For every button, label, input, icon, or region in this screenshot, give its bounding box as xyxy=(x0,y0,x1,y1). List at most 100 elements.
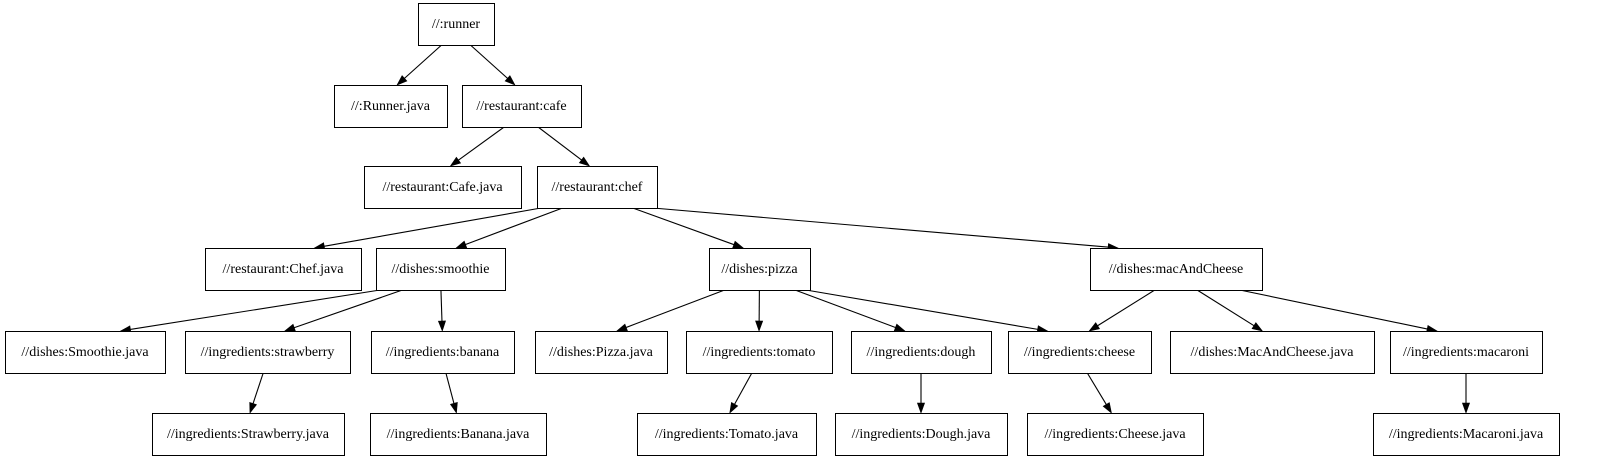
node-box-cafe xyxy=(462,85,582,128)
edge-line xyxy=(805,289,1039,331)
edge-line xyxy=(403,44,442,80)
node-label-smoothie: //dishes:smoothie xyxy=(392,262,490,277)
graph-node-macaroni_java[interactable]: //ingredients:Macaroni.java xyxy=(1373,413,1560,456)
edge-line xyxy=(293,289,403,329)
edge-arrowhead xyxy=(1461,402,1471,414)
graph-edge-chef-to-macandcheese xyxy=(652,207,1119,252)
node-box-banana xyxy=(371,331,515,374)
node-label-macaroni_java: //ingredients:Macaroni.java xyxy=(1389,427,1544,442)
graph-node-dough_java[interactable]: //ingredients:Dough.java xyxy=(835,413,1008,456)
node-label-banana: //ingredients:banana xyxy=(386,345,500,360)
node-label-runner_java: //:Runner.java xyxy=(351,99,431,114)
graph-node-pizza_java[interactable]: //dishes:Pizza.java xyxy=(535,331,668,374)
node-label-cafe: //restaurant:cafe xyxy=(476,99,566,114)
edge-arrowhead xyxy=(578,156,591,167)
node-box-macandcheese xyxy=(1090,248,1263,291)
node-label-cheese: //ingredients:cheese xyxy=(1024,345,1135,360)
edge-line xyxy=(1086,372,1108,406)
node-box-dough xyxy=(851,331,992,374)
node-box-pizza xyxy=(709,248,811,291)
graph-node-banana_java[interactable]: //ingredients:Banana.java xyxy=(370,413,547,456)
edge-line xyxy=(440,289,443,323)
node-label-strawberry_java: //ingredients:Strawberry.java xyxy=(167,427,330,442)
edge-line xyxy=(652,207,1110,248)
edge-line xyxy=(252,372,264,405)
node-label-macandcheese_java: //dishes:MacAndCheese.java xyxy=(1191,345,1355,360)
graph-node-cafe[interactable]: //restaurant:cafe xyxy=(462,85,582,128)
edge-line xyxy=(794,289,897,329)
graph-node-smoothie[interactable]: //dishes:smoothie xyxy=(376,248,506,291)
graph-edge-cafe-to-chef xyxy=(537,126,591,167)
node-label-banana_java: //ingredients:Banana.java xyxy=(387,427,530,442)
graph-edge-cheese-to-cheese_java xyxy=(1086,372,1112,414)
edge-arrowhead xyxy=(729,402,739,414)
graph-edge-smoothie-to-banana xyxy=(437,289,446,332)
graph-node-runner_java[interactable]: //:Runner.java xyxy=(334,85,448,128)
graph-node-strawberry[interactable]: //ingredients:strawberry xyxy=(185,331,351,374)
graph-node-cheese[interactable]: //ingredients:cheese xyxy=(1008,331,1152,374)
edge-arrowhead xyxy=(449,156,462,167)
graph-edge-runner-to-runner_java xyxy=(396,44,442,86)
edge-line xyxy=(625,289,725,329)
graph-node-cheese_java[interactable]: //ingredients:Cheese.java xyxy=(1027,413,1204,456)
edge-arrowhead xyxy=(1102,402,1112,414)
graph-edge-runner-to-cafe xyxy=(470,44,516,86)
edge-arrowhead xyxy=(396,75,408,86)
edge-line xyxy=(457,126,505,162)
edge-arrowhead xyxy=(916,402,926,414)
edge-line xyxy=(464,207,563,246)
edge-line xyxy=(1196,289,1256,327)
graph-node-cafe_java[interactable]: //restaurant:Cafe.java xyxy=(364,166,522,209)
node-box-macaroni_java xyxy=(1373,413,1560,456)
node-box-cheese xyxy=(1008,331,1152,374)
edge-line xyxy=(470,44,509,80)
graph-node-chef_java[interactable]: //restaurant:Chef.java xyxy=(205,248,362,291)
edge-arrowhead xyxy=(449,402,458,414)
graph-node-smoothie_java[interactable]: //dishes:Smoothie.java xyxy=(5,331,166,374)
graph-node-banana[interactable]: //ingredients:banana xyxy=(371,331,515,374)
graph-node-tomato_java[interactable]: //ingredients:Tomato.java xyxy=(637,413,817,456)
node-box-cheese_java xyxy=(1027,413,1204,456)
graph-node-macandcheese[interactable]: //dishes:macAndCheese xyxy=(1090,248,1263,291)
nodes-layer: //:runner //:Runner.java //restaurant:cafe… xyxy=(5,3,1560,456)
edge-line xyxy=(1096,289,1156,327)
node-box-smoothie_java xyxy=(5,331,166,374)
node-box-macaroni xyxy=(1390,331,1543,374)
node-label-pizza_java: //dishes:Pizza.java xyxy=(549,345,654,360)
graph-node-chef[interactable]: //restaurant:chef xyxy=(537,166,658,209)
edge-line xyxy=(129,289,381,331)
graph-node-strawberry_java[interactable]: //ingredients:Strawberry.java xyxy=(152,413,345,456)
edge-arrowhead xyxy=(616,323,628,332)
node-label-chef_java: //restaurant:Chef.java xyxy=(223,262,345,277)
graph-edge-pizza-to-pizza_java xyxy=(616,289,725,332)
node-label-strawberry: //ingredients:strawberry xyxy=(201,345,335,360)
graph-node-macaroni[interactable]: //ingredients:macaroni xyxy=(1390,331,1543,374)
edge-line xyxy=(445,372,455,405)
node-label-chef: //restaurant:chef xyxy=(552,180,643,195)
graph-edge-macandcheese-to-cheese xyxy=(1088,289,1156,332)
edge-arrowhead xyxy=(1251,322,1264,332)
node-box-strawberry xyxy=(185,331,351,374)
graph-node-pizza[interactable]: //dishes:pizza xyxy=(709,248,811,291)
node-box-pizza_java xyxy=(535,331,668,374)
edge-arrowhead xyxy=(437,320,446,332)
graph-edge-chef-to-pizza xyxy=(632,207,745,249)
graph-node-dough[interactable]: //ingredients:dough xyxy=(851,331,992,374)
node-box-smoothie xyxy=(376,248,506,291)
edge-arrowhead xyxy=(893,323,906,332)
edge-arrowhead xyxy=(249,401,258,414)
graph-edge-chef-to-smoothie xyxy=(455,207,563,249)
edge-arrowhead xyxy=(755,320,764,332)
node-box-chef xyxy=(537,166,658,209)
graph-node-runner[interactable]: //:runner xyxy=(418,3,495,46)
graph-node-macandcheese_java[interactable]: //dishes:MacAndCheese.java xyxy=(1170,331,1375,374)
graph-edge-macandcheese-to-macandcheese_java xyxy=(1196,289,1264,332)
edge-arrowhead xyxy=(455,240,468,249)
graph-node-tomato[interactable]: //ingredients:tomato xyxy=(686,331,833,374)
node-box-dough_java xyxy=(835,413,1008,456)
edge-line xyxy=(323,207,542,247)
node-label-cheese_java: //ingredients:Cheese.java xyxy=(1044,427,1186,442)
graph-edge-pizza-to-dough xyxy=(794,289,906,332)
node-label-runner: //:runner xyxy=(432,17,481,32)
